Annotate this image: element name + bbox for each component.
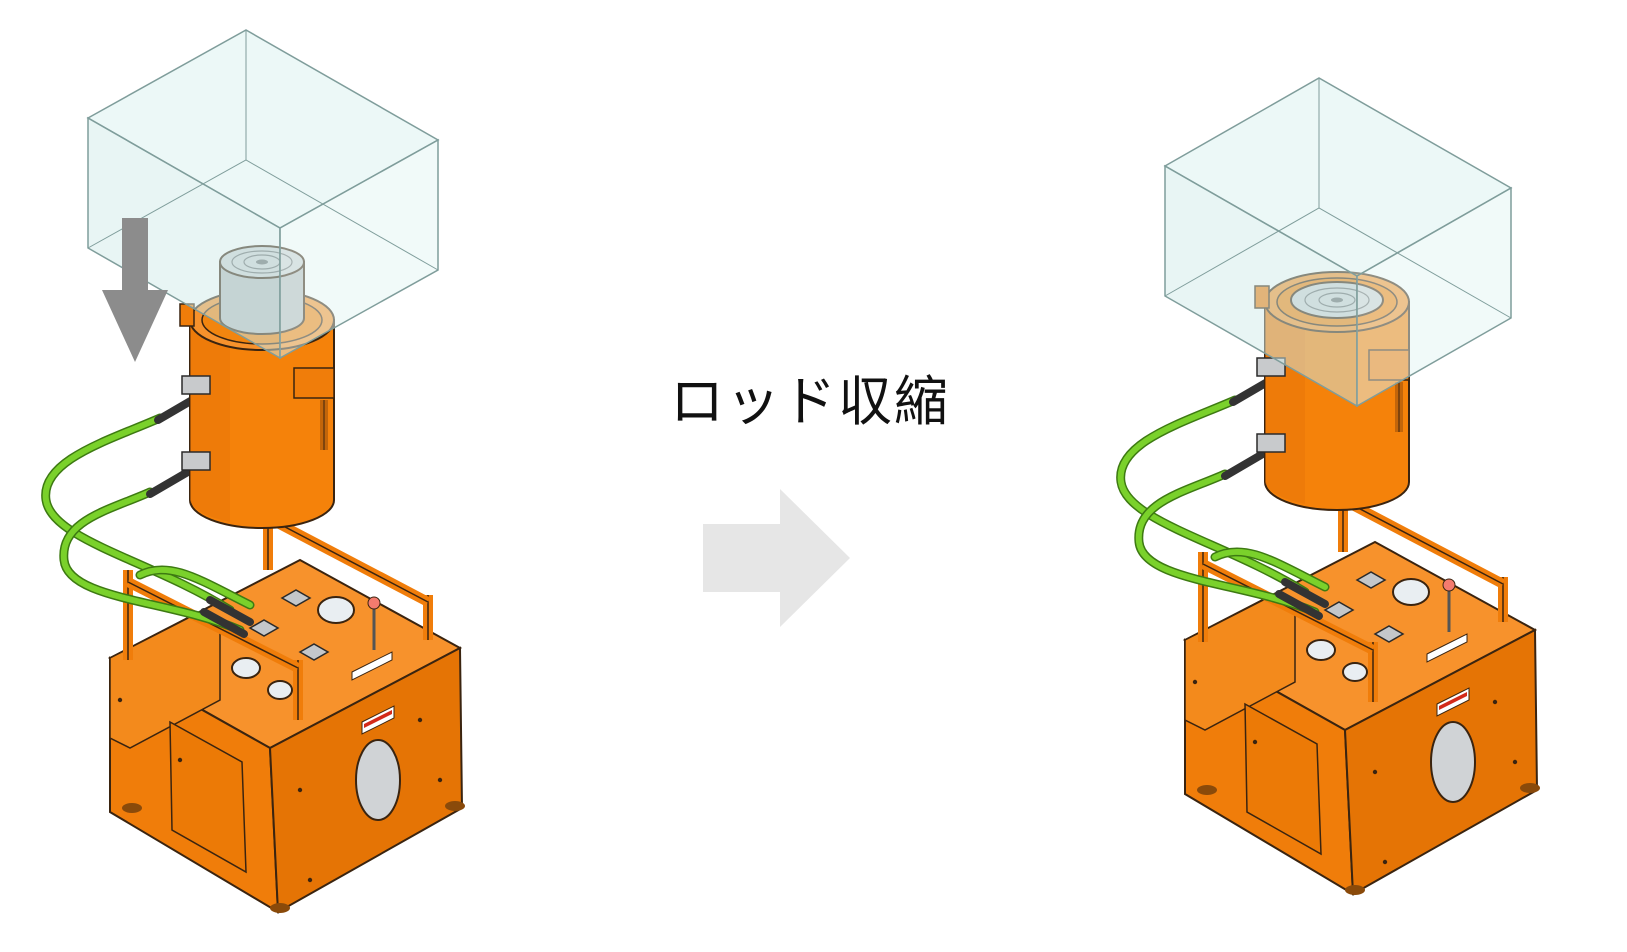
jack-system-extended <box>46 29 465 913</box>
caption-label: ロッド収縮 <box>670 370 950 433</box>
right-arrow-icon <box>703 489 850 627</box>
jack-system-retracted <box>1121 77 1540 895</box>
down-arrow-icon <box>102 218 168 362</box>
load-block <box>86 29 440 360</box>
load-block-lowered <box>1163 77 1513 408</box>
